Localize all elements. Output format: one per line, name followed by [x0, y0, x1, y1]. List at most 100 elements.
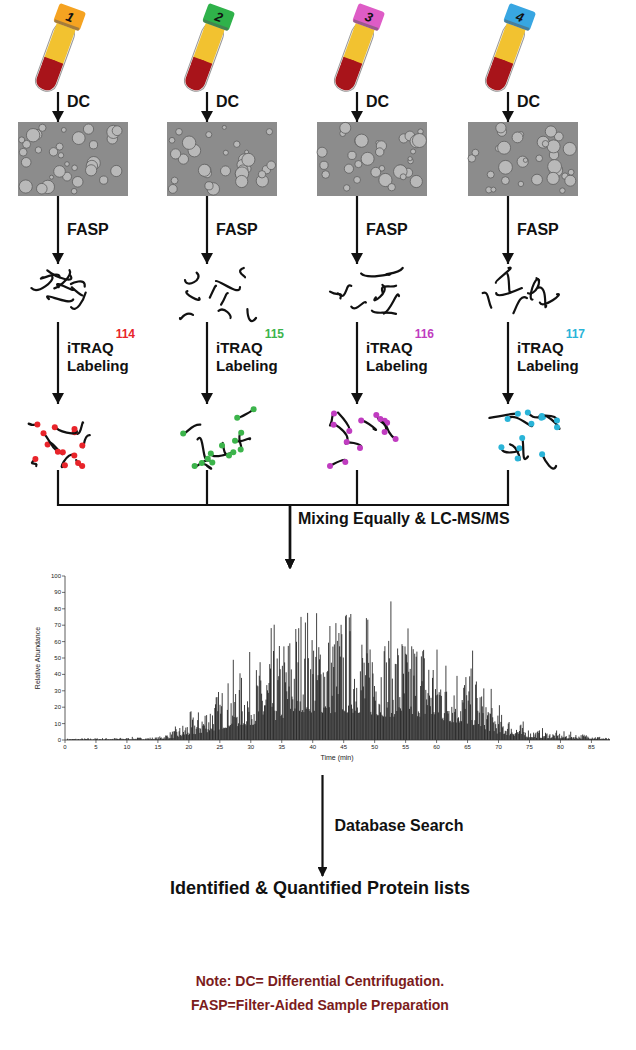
itraq-tag — [79, 443, 85, 449]
vesicle — [198, 164, 210, 176]
axis-tick-label: 90 — [54, 589, 61, 595]
arrowhead — [52, 393, 64, 404]
axis-tick — [62, 592, 65, 593]
note: FASP=Filter-Aided Sample Preparation — [191, 998, 449, 1012]
step-label: FASP — [517, 222, 559, 238]
itraq-tag — [342, 459, 348, 465]
axis-tick-label: 70 — [54, 622, 61, 628]
itraq-tag — [554, 418, 560, 424]
tube-glass — [182, 21, 227, 92]
axis-tick-label: 50 — [54, 655, 61, 661]
vesicle — [317, 147, 327, 157]
vesicle — [266, 129, 272, 135]
result-text: Identified & Quantified Protein lists — [166, 876, 474, 902]
vesicle — [344, 164, 353, 173]
vesicle — [340, 122, 351, 133]
arrowhead — [201, 393, 213, 404]
itraq-tag — [71, 452, 77, 458]
itraq-channel: 114 — [116, 328, 135, 340]
itraq-tag — [55, 449, 61, 455]
vesicle — [512, 132, 523, 143]
tube-drawing — [167, 2, 247, 92]
vesicle — [499, 160, 513, 174]
vesicle — [320, 161, 328, 169]
tube-glass — [33, 21, 78, 92]
itraq-tag — [232, 438, 238, 444]
step-label: iTRAQ — [67, 340, 114, 355]
axis-tick-label: 30 — [54, 688, 61, 694]
peptide — [71, 281, 85, 286]
itraq-tag — [539, 413, 545, 419]
axis-tick — [467, 740, 468, 743]
peptide — [496, 268, 511, 283]
vesicle — [354, 177, 361, 184]
itraq-tag — [358, 417, 364, 423]
vesicle — [72, 132, 85, 145]
axis-title: Time (min) — [320, 754, 353, 761]
peptide — [522, 438, 528, 459]
itraq-tag — [528, 421, 534, 427]
vesicle — [100, 176, 108, 184]
axis-tick-label: 40 — [309, 744, 316, 750]
vesicle — [537, 136, 549, 148]
itraq-tag — [519, 435, 525, 441]
arrowhead — [351, 393, 363, 404]
tube-group — [30, 3, 86, 92]
peptide-ground — [327, 404, 409, 470]
peptide-ground — [478, 264, 560, 322]
vesicle — [182, 136, 195, 149]
itraq-tag — [505, 416, 511, 422]
axis-tick-label: 55 — [402, 744, 409, 750]
axis-tick — [157, 740, 158, 743]
vesicle — [412, 134, 426, 148]
vesicle — [26, 129, 39, 142]
itraq-tag — [357, 445, 363, 451]
itraq-tag — [525, 410, 531, 416]
tube-cap — [202, 3, 235, 31]
vesicle — [112, 126, 122, 136]
plot-axes — [65, 576, 610, 740]
axis-tick — [250, 740, 251, 743]
axis-tick — [188, 740, 189, 743]
peptide — [496, 288, 522, 295]
axis-tick — [65, 740, 66, 743]
axis-tick-label: 30 — [248, 744, 255, 750]
step-label: DC — [216, 94, 239, 110]
itraq-tag — [192, 463, 198, 469]
axis-tick — [62, 740, 65, 741]
vesicle — [542, 141, 548, 147]
vesicle — [65, 162, 70, 167]
itraq-tag — [539, 451, 545, 457]
peptide — [185, 273, 199, 284]
itraq-tag — [251, 406, 257, 412]
tube-cap — [352, 3, 385, 31]
vesicle — [560, 188, 565, 193]
axis-tick-label: 100 — [51, 573, 61, 579]
axis-tick — [374, 740, 375, 743]
vesicle — [35, 147, 41, 153]
step-label: FASP — [67, 222, 109, 238]
vesicle — [388, 184, 395, 191]
vesicle — [491, 187, 496, 192]
vesicle — [355, 134, 368, 147]
peptide-ground — [177, 264, 259, 322]
tube-drawing — [18, 2, 98, 92]
vesicle — [565, 175, 576, 186]
blood-top — [492, 57, 514, 71]
vesicle — [348, 151, 356, 159]
itraq-tag — [205, 456, 211, 462]
step-label: DC — [517, 94, 540, 110]
axis-tick — [219, 740, 220, 743]
step-label: FASP — [216, 222, 258, 238]
peptide — [186, 291, 199, 300]
vesicle — [171, 149, 181, 159]
axis-tick-label: 40 — [54, 671, 61, 677]
itraq-tag — [32, 456, 38, 462]
axis-tick-label: 65 — [464, 744, 471, 750]
axis-tick-label: 60 — [433, 744, 440, 750]
tube-group — [329, 3, 385, 92]
itraq-tag — [34, 422, 40, 428]
axis-tick-label: 20 — [186, 744, 193, 750]
arrowhead — [351, 253, 363, 264]
arrowhead — [52, 253, 64, 264]
